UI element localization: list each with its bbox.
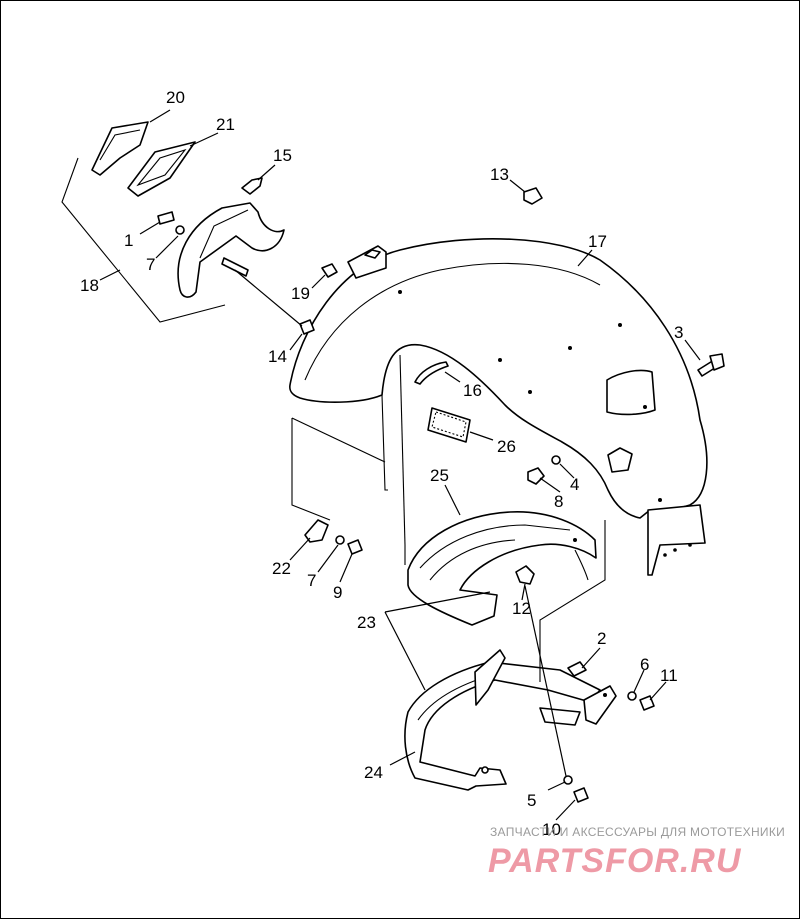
assembly-18-bracket-lines xyxy=(61,157,226,323)
part-1-bolt xyxy=(157,211,175,225)
part-15-bolt xyxy=(241,177,263,195)
part-9-nut xyxy=(347,539,363,555)
watermark-brand: PARTSFOR.RU xyxy=(488,842,742,880)
callout-8: 8 xyxy=(554,492,563,511)
callout-26: 26 xyxy=(497,437,516,456)
part-25-backrest xyxy=(407,511,597,626)
callout-17: 17 xyxy=(588,232,607,251)
callout-23: 23 xyxy=(357,613,376,632)
rear-fender xyxy=(289,238,708,576)
part-3-bolt xyxy=(697,353,725,377)
callout-5: 5 xyxy=(527,791,536,810)
callout-11: 11 xyxy=(660,666,678,685)
leader-lines xyxy=(99,109,701,821)
part-26-reflector xyxy=(427,407,471,443)
callout-16: 16 xyxy=(463,381,482,400)
part-6-washer xyxy=(627,691,637,701)
part-20-rack-top xyxy=(91,121,149,176)
callout-2: 2 xyxy=(597,629,606,648)
callout-12: 12 xyxy=(512,599,531,618)
callout-20: 20 xyxy=(166,88,185,107)
part-7-washer-bottom xyxy=(335,535,345,545)
part-14-nut xyxy=(299,319,315,335)
part-24-backrest-frame xyxy=(404,649,617,791)
callout-14: 14 xyxy=(268,347,287,366)
part-10-nut xyxy=(573,787,589,803)
callout-24: 24 xyxy=(364,763,383,782)
callout-6: 6 xyxy=(640,655,649,674)
part-4-washer xyxy=(551,455,561,465)
part-5-washer xyxy=(563,775,573,785)
part-21-rack-pad xyxy=(127,141,196,197)
callout-7-bottom: 7 xyxy=(307,571,316,590)
callout-22: 22 xyxy=(272,559,291,578)
callout-1: 1 xyxy=(124,231,133,250)
callout-18: 18 xyxy=(80,276,99,295)
callout-15: 15 xyxy=(273,146,292,165)
part-22-clip xyxy=(304,519,329,543)
part-7-washer-top xyxy=(175,225,185,235)
callout-13: 13 xyxy=(490,165,509,184)
part-12-nut xyxy=(515,565,535,585)
part-13-nut xyxy=(523,187,543,205)
luggage-rack-bracket xyxy=(177,202,285,298)
part-8-nut xyxy=(527,467,545,485)
part-16-trim xyxy=(414,361,449,385)
phantom-outline-right xyxy=(404,520,606,682)
callout-labels: 20 21 15 1 7 18 13 17 19 14 3 16 26 4 8 … xyxy=(80,88,683,839)
callout-7-top: 7 xyxy=(146,255,155,274)
callout-25: 25 xyxy=(430,466,449,485)
callout-10: 10 xyxy=(542,820,561,839)
watermark-tagline: ЗАПЧАСТИ И АКСЕССУАРЫ ДЛЯ МОТОТЕХНИКИ xyxy=(490,825,785,839)
watermark: ЗАПЧАСТИ И АКСЕССУАРЫ ДЛЯ МОТОТЕХНИКИ PA… xyxy=(488,825,785,880)
callout-4: 4 xyxy=(570,475,579,494)
callout-9: 9 xyxy=(333,583,342,602)
phantom-outline-left xyxy=(291,417,386,521)
part-19-nut xyxy=(321,263,338,278)
part-2-bolt xyxy=(567,661,587,677)
callout-19: 19 xyxy=(291,284,310,303)
callout-21: 21 xyxy=(216,115,235,134)
callout-3: 3 xyxy=(674,323,683,342)
